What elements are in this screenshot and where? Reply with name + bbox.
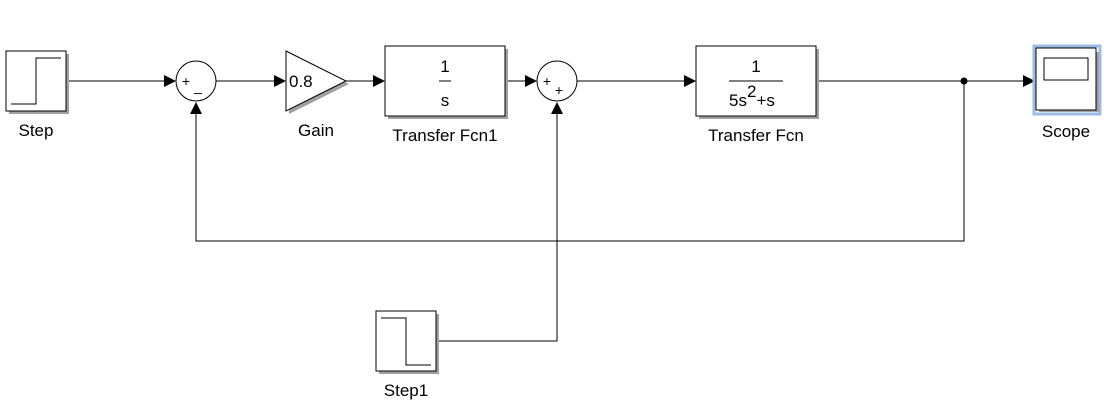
- tf-denominator-exp: 2: [747, 82, 756, 101]
- tf-denominator-tail: +s: [756, 91, 774, 110]
- sum2-sign-top: +: [543, 73, 551, 89]
- scope-selection-highlight: [1032, 44, 1102, 116]
- step1-label: Step1: [384, 381, 428, 400]
- line-feedback[interactable]: [195, 81, 965, 242]
- step-falling-icon: [381, 317, 431, 366]
- tf-denominator-base: 5s: [729, 91, 747, 110]
- line-step1-to-sum2[interactable]: [436, 113, 558, 342]
- step-block[interactable]: [5, 50, 69, 114]
- scope-block[interactable]: [1032, 44, 1102, 116]
- transfer-fcn1-block[interactable]: 1 s: [384, 45, 508, 119]
- arrowhead-sum1-feedback: [190, 102, 202, 114]
- arrowhead-sum2-disturbance: [551, 102, 563, 114]
- tf1-denominator: s: [441, 91, 450, 110]
- arrowhead-sum2-in: [525, 75, 537, 87]
- sum1-block[interactable]: + _: [175, 60, 217, 102]
- transfer-fcn1-label: Transfer Fcn1: [392, 126, 497, 145]
- transfer-fcn-block[interactable]: 1 5s2+s: [695, 45, 819, 119]
- sum2-sign-bottom: +: [555, 82, 563, 98]
- arrowhead-tf1-in: [373, 75, 385, 87]
- arrowhead-gain-in: [274, 75, 286, 87]
- gain-label: Gain: [298, 121, 334, 140]
- arrowhead-tf-in: [684, 75, 696, 87]
- tf1-numerator: 1: [440, 57, 449, 76]
- tf-denominator: 5s2+s: [729, 82, 775, 110]
- arrowhead-sum1-in: [164, 75, 176, 87]
- sum2-block[interactable]: + +: [536, 60, 578, 102]
- scope-screen-icon: [1043, 57, 1089, 81]
- sum1-sign-bottom: _: [193, 78, 202, 94]
- sum1-sign-top: +: [182, 73, 190, 89]
- signal-lines: [66, 75, 1035, 342]
- step-rising-icon: [11, 57, 61, 105]
- gain-block[interactable]: 0.8: [285, 50, 349, 114]
- gain-value: 0.8: [289, 72, 313, 91]
- transfer-fcn-label: Transfer Fcn: [708, 126, 804, 145]
- arrowhead-scope-in: [1023, 75, 1035, 87]
- step1-block[interactable]: [375, 310, 439, 374]
- tf-numerator: 1: [751, 57, 760, 76]
- scope-label: Scope: [1042, 122, 1090, 141]
- step-label: Step: [19, 121, 54, 140]
